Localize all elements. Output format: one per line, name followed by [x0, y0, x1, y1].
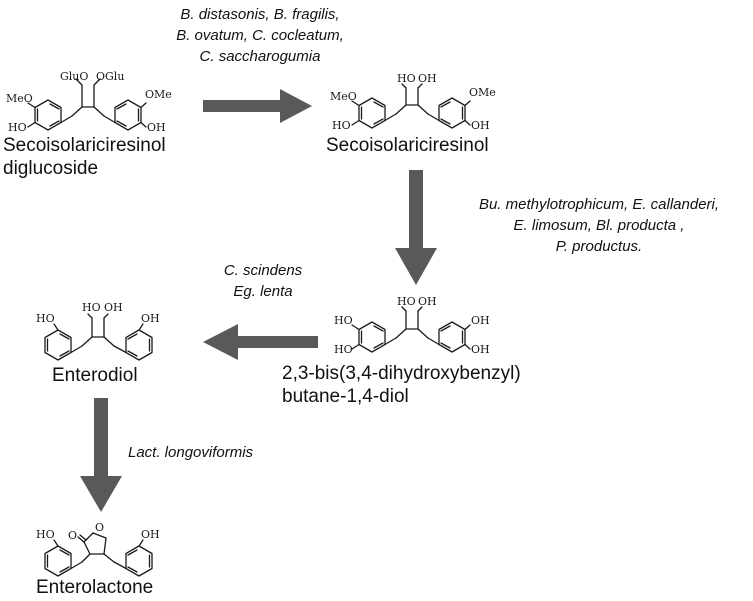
atom-label: MeO	[330, 90, 357, 103]
atom-label: HO	[397, 72, 416, 85]
structure-enterolactone	[44, 532, 153, 577]
compound-name-line: 2,3-bis(3,4-dihydroxybenzyl)	[282, 363, 521, 384]
compound-name-enterodiol: Enterodiol	[52, 365, 138, 386]
atom-label: HO	[82, 301, 101, 314]
arrow-step1	[203, 89, 312, 123]
atom-label: OH	[471, 314, 490, 327]
arrow-step4	[80, 398, 122, 512]
organism-line: Eg. lenta	[233, 283, 293, 300]
atom-label: HO	[334, 343, 353, 356]
structure-bis-dihydroxybenzyl-butanediol	[351, 306, 471, 353]
atom-label: OH	[418, 295, 437, 308]
organism-line: B. distasonis, B. fragilis,	[180, 6, 340, 23]
atom-label: OH	[471, 119, 490, 132]
atom-label: OH	[418, 72, 437, 85]
atom-label: OH	[141, 528, 160, 541]
compound-name-sdg: Secoisolariciresinol diglucoside	[3, 134, 166, 180]
atom-label: MeO	[6, 92, 33, 105]
compound-name-line: Secoisolariciresinol	[3, 135, 166, 156]
atom-label: OH	[104, 301, 123, 314]
organisms-step4: Lact. longoviformis	[128, 442, 253, 463]
organism-line: C. scindens	[223, 262, 303, 279]
compound-name-line: diglucoside	[3, 158, 99, 179]
atom-label: O	[68, 529, 77, 542]
organism-line: E. limosum, Bl. producta ,	[513, 217, 685, 234]
atom-label: HO	[334, 314, 353, 327]
atom-label: OH	[471, 343, 490, 356]
organisms-step1: B. distasonis, B. fragilis, B. ovatum, C…	[135, 4, 385, 67]
atom-label: HO	[36, 528, 55, 541]
structure-enterodiol	[44, 313, 153, 361]
atom-label: GluO	[60, 70, 88, 83]
organisms-step3: C. scindens Eg. lenta	[200, 260, 326, 302]
atom-label: HO	[397, 295, 416, 308]
atom-label: OH	[141, 312, 160, 325]
organism-line: P. productus.	[555, 238, 643, 255]
organism-line: B. ovatum, C. cocleatum,	[176, 27, 344, 44]
atom-label: OMe	[469, 86, 496, 99]
atom-label: OGlu	[96, 70, 124, 83]
compound-name-secoisolariciresinol: Secoisolariciresinol	[326, 135, 489, 156]
organism-line: Lact. longoviformis	[128, 444, 254, 461]
atom-label: OMe	[145, 88, 172, 101]
structure-secoisolariciresinol	[351, 83, 471, 129]
atom-label: HO	[36, 312, 55, 325]
organism-line: Bu. methylotrophicum, E. callanderi,	[478, 196, 720, 213]
arrow-step3	[203, 324, 318, 360]
atom-label: HO	[8, 121, 27, 134]
compound-name-line: butane-1,4-diol	[282, 386, 409, 407]
atom-label: OH	[147, 121, 166, 134]
organism-line: C. saccharogumia	[199, 48, 321, 65]
compound-name-enterolactone: Enterolactone	[36, 577, 154, 598]
atom-label: O	[95, 521, 104, 534]
structure-secoisolariciresinol-diglucoside	[27, 78, 147, 131]
arrow-step2	[395, 170, 437, 285]
compound-name-bis-dihydroxybenzyl: 2,3-bis(3,4-dihydroxybenzyl) butane-1,4-…	[282, 362, 521, 408]
organisms-step2: Bu. methylotrophicum, E. callanderi, E. …	[447, 194, 751, 257]
atom-label: HO	[332, 119, 351, 132]
